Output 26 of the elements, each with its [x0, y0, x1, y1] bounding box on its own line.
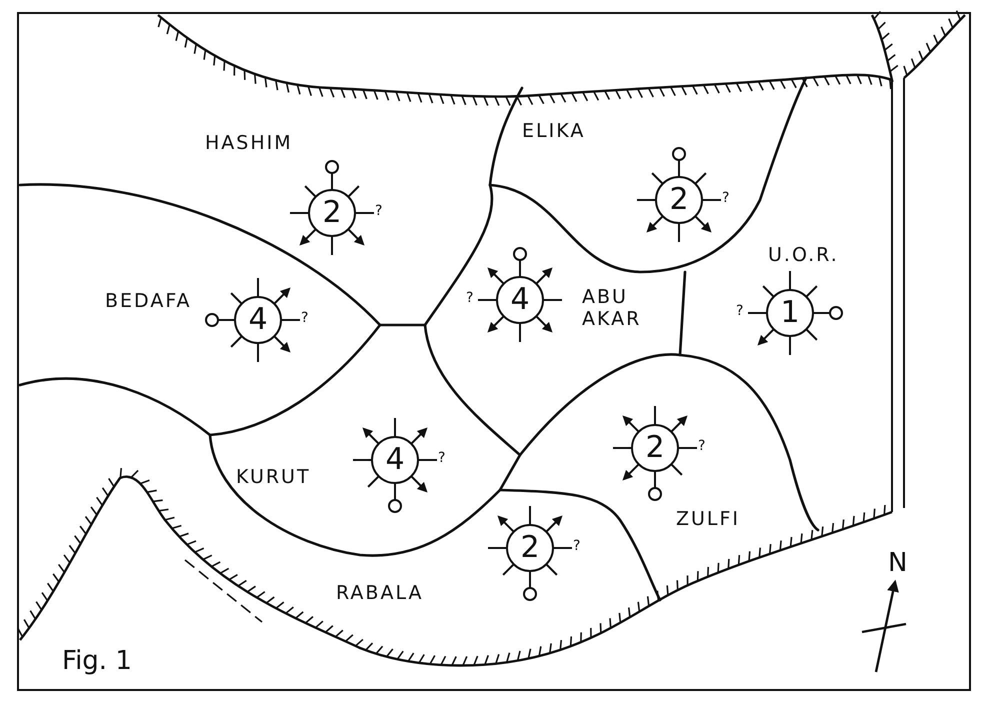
count-number: 4 [247, 302, 269, 338]
territory-name: ABU AKAR [582, 286, 642, 330]
territory-name: ZULFI [676, 508, 740, 530]
territory-name: RABALA [336, 582, 424, 604]
question-mark: ? [573, 538, 580, 554]
count-number: 4 [509, 282, 531, 318]
count-number: 2 [644, 430, 666, 466]
question-mark: ? [722, 190, 730, 206]
question-mark: ? [375, 203, 382, 219]
territory-name: ELIKA [522, 120, 586, 142]
count-number: 2 [519, 530, 541, 566]
question-mark: ? [736, 303, 744, 319]
count-number: 2 [668, 182, 690, 218]
question-mark: ? [698, 438, 706, 454]
territory-name: KURUT [236, 466, 311, 488]
map-label: N [888, 548, 908, 578]
question-mark: ? [438, 450, 446, 466]
count-number: 4 [384, 442, 406, 478]
territory-name: HASHIM [205, 132, 293, 154]
count-number: 2 [321, 195, 343, 231]
count-number: 1 [779, 295, 801, 331]
territory-name: BEDAFA [105, 290, 192, 312]
territory-name: U.O.R. [768, 244, 839, 266]
question-mark: ? [466, 290, 474, 306]
question-mark: ? [301, 310, 308, 326]
map-label: Fig. 1 [62, 646, 132, 676]
